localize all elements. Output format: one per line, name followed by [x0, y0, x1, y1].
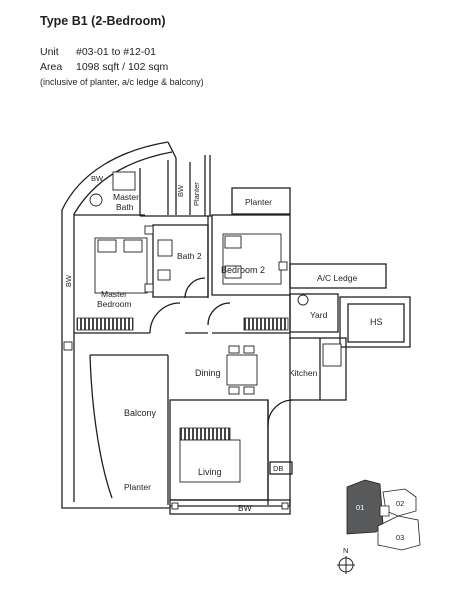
label-bw-left: BW	[64, 274, 73, 287]
bedroom2-wardrobe	[243, 317, 289, 331]
master-wardrobe	[76, 317, 134, 331]
label-bw-bottom: BW	[238, 503, 252, 513]
keyplan-core	[379, 505, 390, 517]
living-cabinet	[179, 427, 231, 441]
keyplan-label-03: 03	[396, 533, 404, 542]
label-master-bedroom-line2: Bedroom	[97, 299, 132, 309]
north-arrow: N	[337, 546, 355, 574]
label-bedroom2: Bedroom 2	[221, 265, 265, 275]
label-dining: Dining	[195, 368, 221, 378]
area-row: Area 1098 sqft / 102 sqm	[40, 61, 168, 73]
area-note: (inclusive of planter, a/c ledge & balco…	[40, 77, 204, 87]
unit-value: #03-01 to #12-01	[76, 46, 156, 58]
label-hs: HS	[370, 317, 383, 327]
label-kitchen: Kitchen	[289, 368, 318, 378]
area-value: 1098 sqft / 102 sqm	[76, 61, 169, 73]
label-bw-top: BW	[91, 174, 104, 183]
keyplan-unit03	[377, 515, 421, 551]
label-bw-vertical: BW	[176, 184, 185, 197]
area-key: Area	[40, 61, 63, 73]
label-balcony: Balcony	[124, 408, 157, 418]
unit-key: Unit	[40, 46, 59, 58]
label-yard: Yard	[310, 310, 328, 320]
label-bath2: Bath 2	[177, 251, 202, 261]
label-planter-bottom: Planter	[124, 482, 151, 492]
label-master-bath-line1: Master	[113, 192, 139, 202]
label-living: Living	[198, 467, 222, 477]
label-ac-ledge: A/C Ledge	[317, 273, 357, 283]
label-db: DB	[273, 464, 283, 473]
plan-title: Type B1 (2-Bedroom)	[40, 14, 166, 28]
north-label: N	[343, 546, 348, 555]
keyplan-label-01: 01	[356, 503, 364, 512]
label-master-bedroom-line1: Master	[101, 289, 127, 299]
keyplan-label-02: 02	[396, 499, 404, 508]
label-planter-top: Planter	[245, 197, 272, 207]
plan-walls	[61, 141, 411, 515]
furniture	[63, 171, 342, 510]
label-master-bath-line2: Bath	[116, 202, 134, 212]
key-plan: 01 02 03	[346, 479, 421, 551]
label-planter-vertical: Planter	[192, 182, 201, 206]
unit-row: Unit #03-01 to #12-01	[40, 46, 156, 58]
